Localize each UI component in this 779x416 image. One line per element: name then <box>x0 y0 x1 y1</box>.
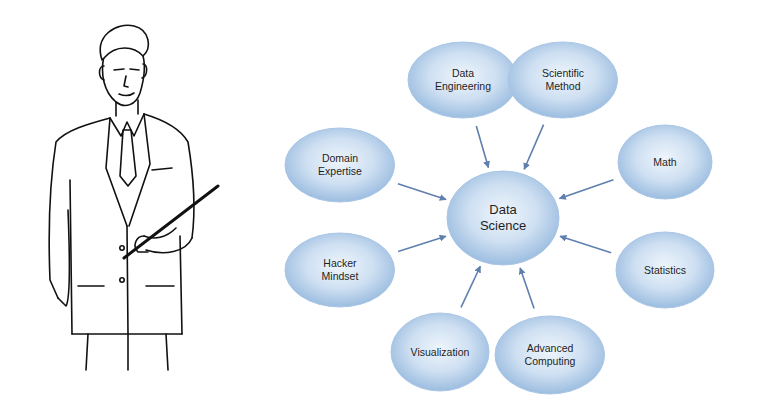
skill-bubble: Hacker Mindset <box>284 232 396 308</box>
arrow-connector <box>476 126 488 168</box>
node-label: Hacker Mindset <box>305 257 375 282</box>
skill-bubble: Scientific Method <box>507 41 619 119</box>
arrow-connector <box>461 266 480 307</box>
arrow-connector <box>524 125 543 170</box>
arrow-connector <box>560 236 611 252</box>
skill-bubble: Math <box>617 124 713 200</box>
skill-bubble: Domain Expertise <box>284 127 396 203</box>
skill-bubble: Statistics <box>615 231 715 309</box>
core-bubble: Data Science <box>446 170 560 266</box>
node-label: Domain Expertise <box>305 152 375 177</box>
node-label: Statistics <box>644 264 686 277</box>
node-label: Scientific Method <box>528 67 598 92</box>
arrow-connector <box>398 184 446 200</box>
skill-bubble: Visualization <box>390 312 490 392</box>
node-label: Visualization <box>411 346 470 359</box>
arrow-connector <box>560 180 614 199</box>
node-label: Advanced Computing <box>515 342 585 367</box>
skill-bubble: Data Engineering <box>407 41 519 119</box>
node-label: Data Science <box>468 202 538 233</box>
arrow-connector <box>520 268 534 309</box>
node-label: Math <box>653 156 676 169</box>
skill-bubble: Advanced Computing <box>494 315 606 395</box>
arrow-connector <box>398 236 446 251</box>
node-label: Data Engineering <box>428 67 498 92</box>
